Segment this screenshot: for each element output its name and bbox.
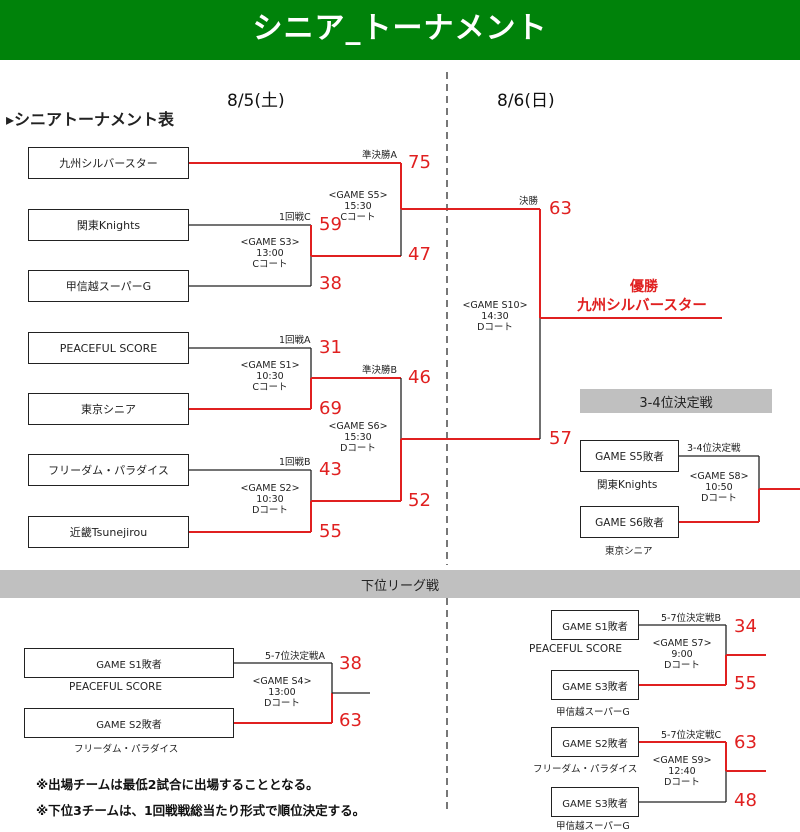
sub-match-c-2: 甲信越スーパーG <box>556 821 630 832</box>
sub-match-c-1: フリーダム・パラダイス <box>533 764 638 775</box>
score-s2-kinki: 55 <box>319 521 342 542</box>
winner-label: 優勝 <box>630 279 658 295</box>
score-final-bottom: 57 <box>549 428 572 449</box>
label-final: 決勝 <box>519 196 539 207</box>
score-match-c-2: 48 <box>734 790 757 811</box>
score-match-b-1: 34 <box>734 616 757 637</box>
label-third-place: 3-4位決定戦 <box>687 443 741 454</box>
box-match-a-1: GAME S1敗者 <box>24 648 234 678</box>
team-box-kanto: 関東Knights <box>28 209 189 241</box>
note-1: ※出場チームは最低2試合に出場することとなる。 <box>36 777 319 792</box>
label-match-c: 5-7位決定戦C <box>661 730 722 741</box>
box-match-b-1: GAME S1敗者 <box>551 610 639 640</box>
third-place-band: 3-4位決定戦 <box>580 389 772 413</box>
page-title: シニア_トーナメント <box>0 0 800 60</box>
score-match-a-2: 63 <box>339 710 362 731</box>
score-s3-kanto: 59 <box>319 214 342 235</box>
score-match-c-1: 63 <box>734 732 757 753</box>
date-day2: 8/6(日) <box>497 91 555 111</box>
box-match-c-2: GAME S3敗者 <box>551 787 639 817</box>
sub-match-b-1: PEACEFUL SCORE <box>529 643 623 655</box>
score-s1-peaceful: 31 <box>319 337 342 358</box>
score-final-top: 63 <box>549 198 572 219</box>
box-s6-loser: GAME S6敗者 <box>580 506 679 538</box>
score-s5-kanto: 47 <box>408 244 431 265</box>
team-box-kinki: 近畿Tsunejirou <box>28 516 189 548</box>
team-box-kyushu: 九州シルバースター <box>28 147 189 179</box>
label-match-a: 5-7位決定戦A <box>265 651 326 662</box>
team-box-peaceful: PEACEFUL SCORE <box>28 332 189 364</box>
label-r1b: 1回戦B <box>279 457 311 468</box>
team-box-koshinetsu: 甲信越スーパーG <box>28 270 189 302</box>
sub-s5-loser: 関東Knights <box>597 479 658 491</box>
score-match-a-1: 38 <box>339 653 362 674</box>
score-s3-koshinetsu: 38 <box>319 273 342 294</box>
sub-s6-loser: 東京シニア <box>605 546 653 557</box>
sub-match-b-2: 甲信越スーパーG <box>556 707 630 718</box>
score-s6-tokyo: 46 <box>408 367 431 388</box>
score-match-b-2: 55 <box>734 673 757 694</box>
score-s6-kinki: 52 <box>408 490 431 511</box>
score-s2-freedom: 43 <box>319 459 342 480</box>
label-sfa: 準決勝A <box>362 150 397 161</box>
label-match-b: 5-7位決定戦B <box>661 613 722 624</box>
box-s5-loser: GAME S5敗者 <box>580 440 679 472</box>
team-box-freedom: フリーダム・パラダイス <box>28 454 189 486</box>
note-2: ※下位3チームは、1回戦戦総当たり形式で順位決定する。 <box>36 803 366 818</box>
box-match-a-2: GAME S2敗者 <box>24 708 234 738</box>
section-title: ▸シニアトーナメント表 <box>6 110 175 129</box>
box-match-b-2: GAME S3敗者 <box>551 670 639 700</box>
label-sfb: 準決勝B <box>362 365 398 376</box>
team-box-tokyo: 東京シニア <box>28 393 189 425</box>
winner-team: 九州シルバースター <box>577 298 707 314</box>
lower-league-band: 下位リーグ戦 <box>0 570 800 598</box>
sub-match-a-2: フリーダム・パラダイス <box>74 744 179 755</box>
label-r1a: 1回戦A <box>279 335 311 346</box>
sub-match-a-1: PEACEFUL SCORE <box>69 681 163 693</box>
label-r1c: 1回戦C <box>279 212 311 223</box>
score-s5-kyushu: 75 <box>408 152 431 173</box>
date-day1: 8/5(土) <box>227 91 285 111</box>
score-s1-tokyo: 69 <box>319 398 342 419</box>
box-match-c-1: GAME S2敗者 <box>551 727 639 757</box>
